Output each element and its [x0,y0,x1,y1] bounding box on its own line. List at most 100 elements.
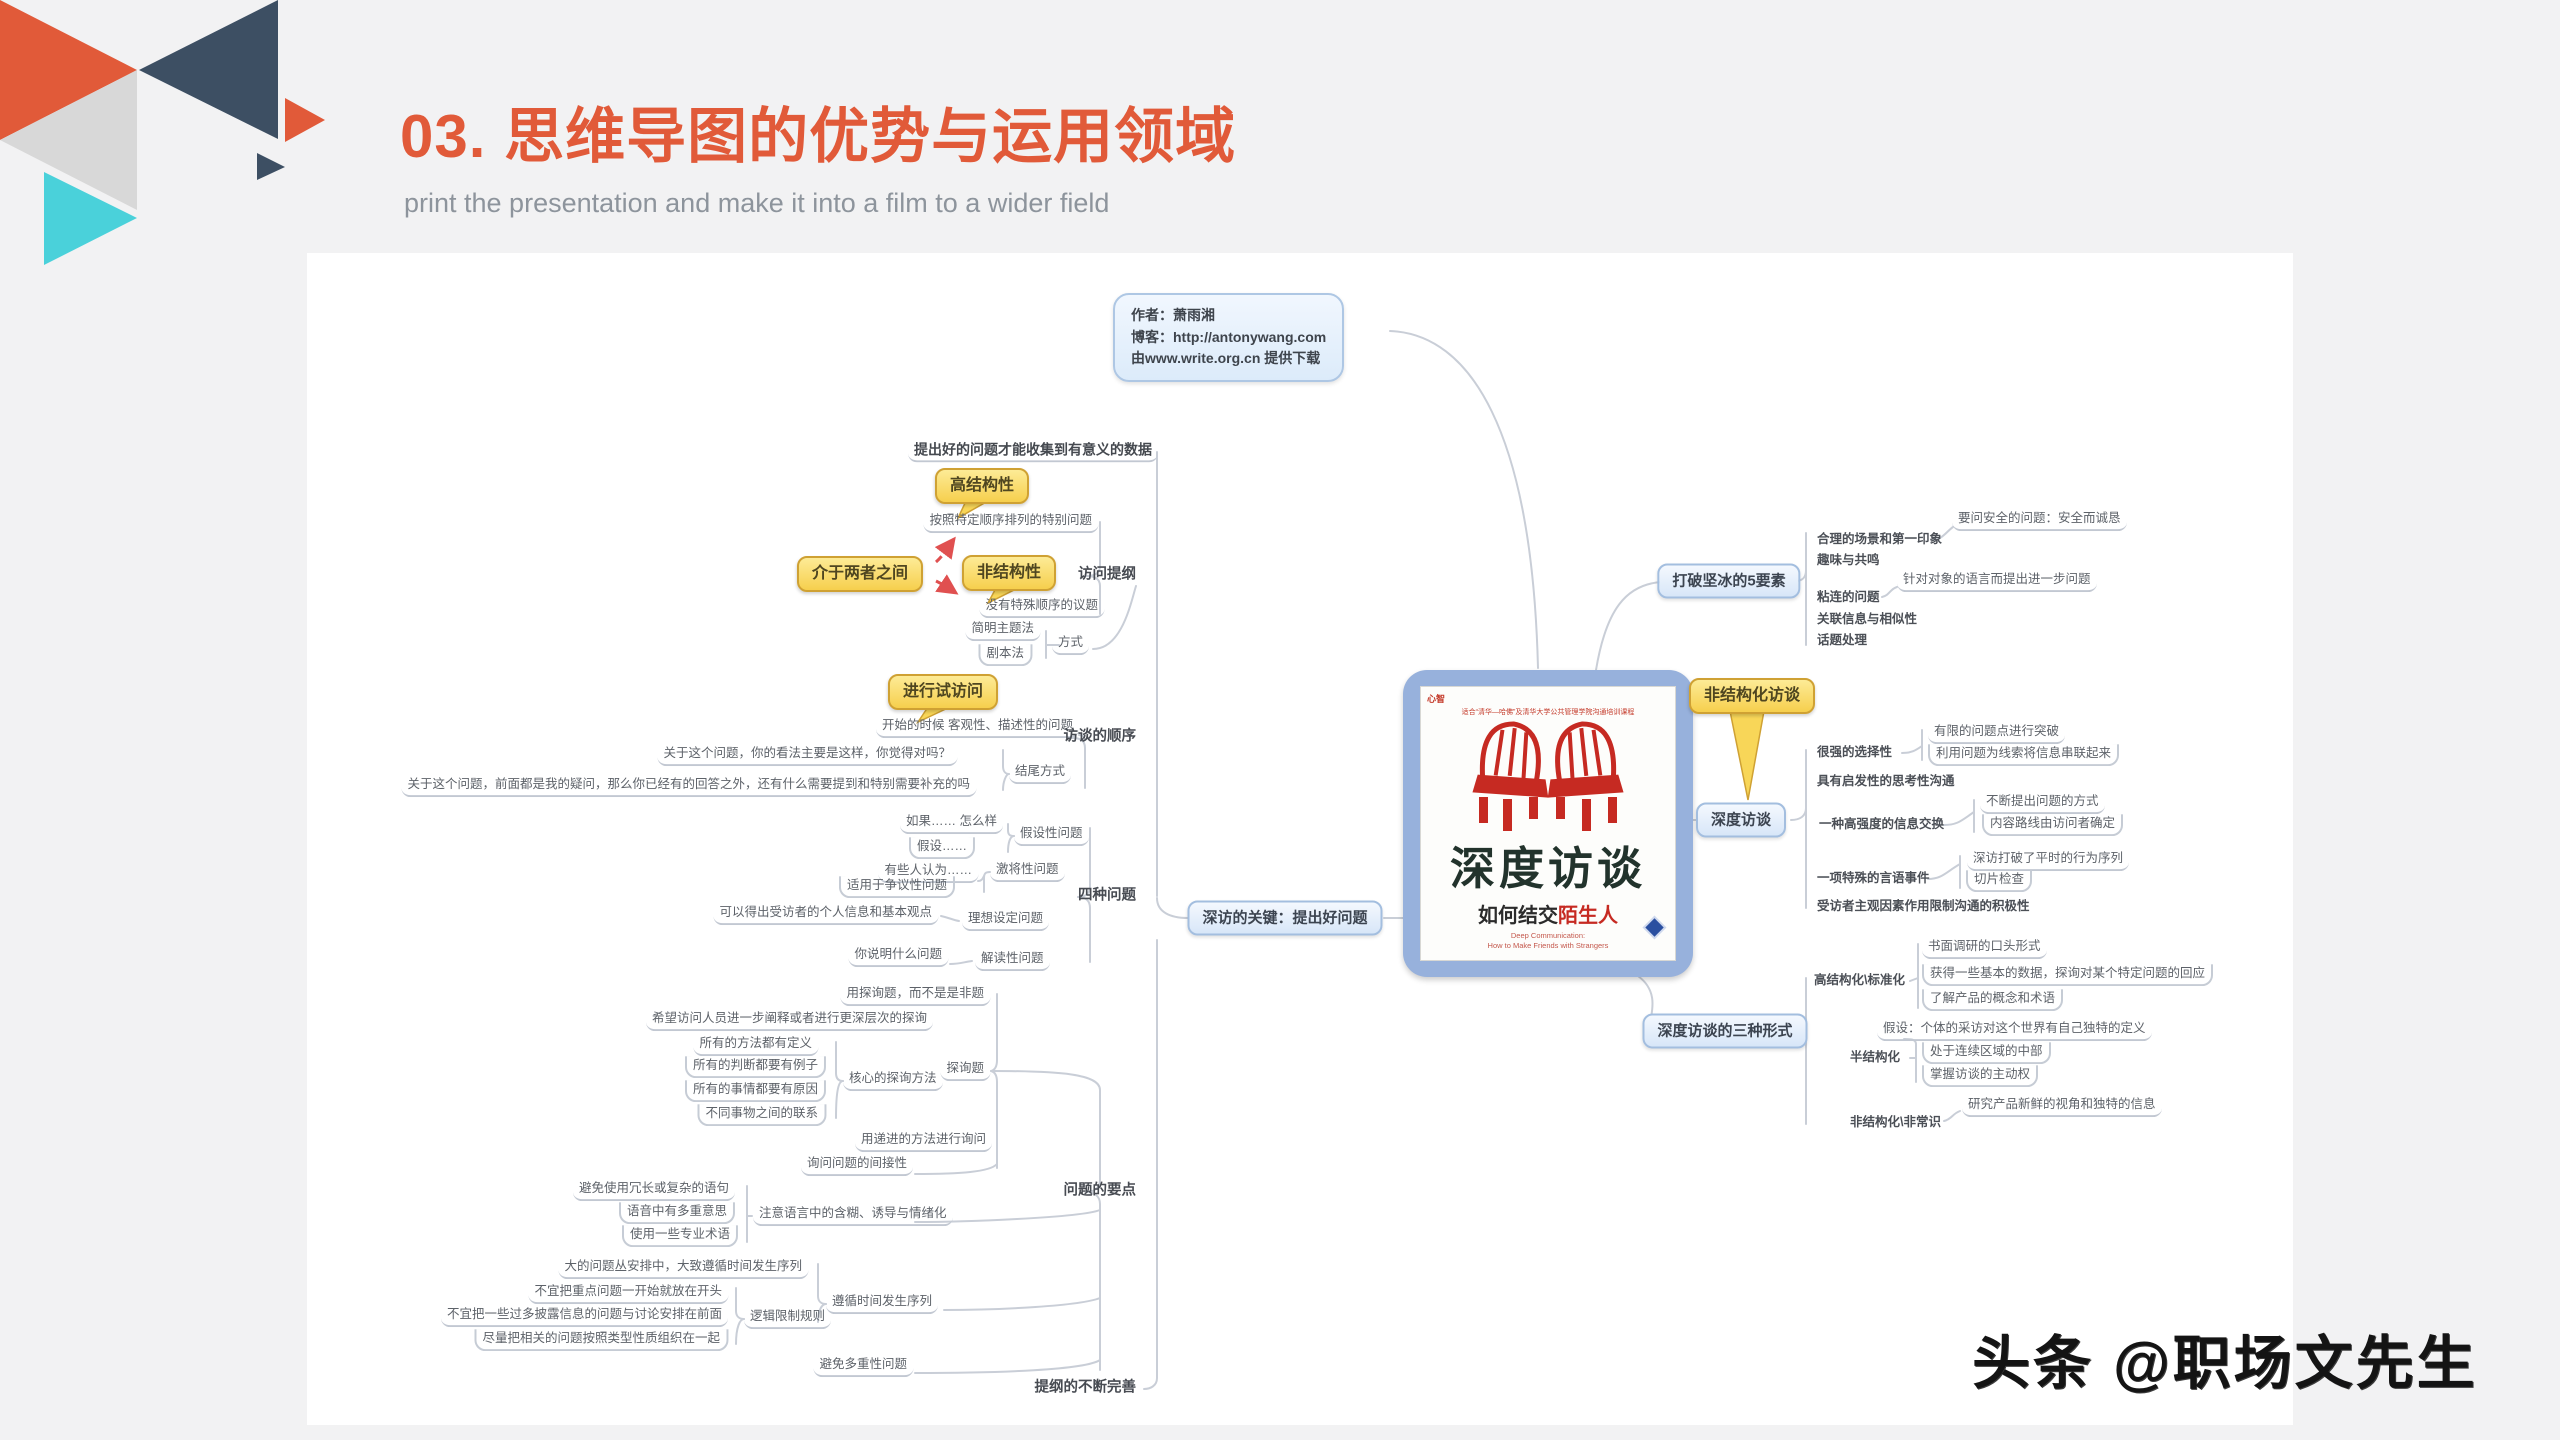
map-node-y: 进行试访问 [887,674,999,710]
map-node-B: 问题的要点 [1063,1182,1137,1199]
map-node-u: 用探询题，而不是是非题 [840,984,990,1006]
mindmap-panel [307,253,2293,1425]
map-node-u: 没有特殊顺序的议题 [979,596,1104,618]
map-node-b: 非结构化\非常识 [1850,1114,1941,1129]
map-node-blue: 深度访谈 [1695,802,1787,838]
map-node-u: 不宜把一些过多披露信息的问题与讨论安排在前面 [440,1305,728,1327]
map-node-u: 按照特定顺序排列的特别问题 [923,511,1098,533]
map-node-u: 用递进的方法进行询问 [854,1130,992,1152]
map-node-b: 合理的场景和第一印象 [1817,531,1943,546]
map-node-bu: 提出好的问题才能收集到有意义的数据 [908,439,1158,463]
map-node-b: 具有启发性的思考性沟通 [1817,773,1955,788]
map-node-u: 探询题 [940,1059,990,1081]
book-english-line2: How to Make Friends with Strangers [1487,940,1609,950]
map-node-b: 高结构化\标准化 [1814,972,1905,987]
book-series-logo: 心智 [1427,694,1446,704]
map-node-u: 你说明什么问题 [848,945,948,967]
blog-line: 博客：http://antonywang.com [1131,328,1327,345]
map-node-B: 四种问题 [1078,887,1136,904]
map-node-b: 半结构化 [1850,1049,1901,1064]
map-node-ub: 语音中有多重意思 [618,1202,735,1224]
map-node-ub: 假设…… [908,837,975,859]
map-node-u: 结尾方式 [1009,762,1072,784]
map-node-u: 关于这个问题，你的看法主要是这样，你觉得对吗？ [657,744,957,766]
map-node-u: 不宜把重点问题一开始就放在开头 [528,1282,728,1304]
author-line: 作者：萧雨湘 [1131,307,1215,323]
map-node-y: 介于两者之间 [796,556,924,592]
map-node-ub: 切片检查 [1966,870,2033,892]
map-node-b: 受访者主观因素作用限制沟通的积极性 [1817,898,2030,913]
map-node-b: 趣味与共鸣 [1817,552,1880,567]
map-node-ub: 所有的判断都要有例子 [684,1056,826,1078]
map-node-ub: 掌握访谈的主动权 [1922,1065,2039,1087]
map-node-u: 大的问题丛安排中，大致遵循时间发生序列 [558,1257,808,1279]
map-node-ub: 不同事物之间的联系 [697,1104,826,1126]
map-node-u: 研究产品新鲜的视角和独特的信息 [1962,1095,2162,1117]
map-node-y: 高结构性 [934,468,1030,504]
page-subtitle: print the presentation and make it into … [404,188,1110,218]
map-node-b: 一项特殊的言语事件 [1817,870,1930,885]
map-node-u: 可以得出受访者的个人信息和基本观点 [713,903,938,925]
book-series-note: 适合“清华—哈佛”及清华大学公共管理学院沟通培训课程 [1461,709,1635,716]
chairs-illustration [1472,721,1624,831]
map-node-B: 访问提纲 [1078,566,1136,583]
map-node-u: 理想设定问题 [962,909,1050,931]
book-subtitle-black: 如何结交 [1478,905,1558,927]
map-node-u: 遵循时间发生序列 [826,1292,939,1314]
book-cover: 心智 适合“清华—哈佛”及清华大学公共管理学院沟通培训课程 深度访谈 如何结交陌… [1420,686,1676,961]
map-node-B: 提纲的不断完善 [1034,1379,1137,1396]
watermark: 头条 @职场文先生 [1972,1331,2478,1396]
map-node-u: 假设：个体的采访对这个世界有自己独特的定义 [1877,1019,2152,1041]
book-subtitle-red: 陌生人 [1558,905,1618,927]
map-node-u: 假设性问题 [1014,824,1089,846]
page-title: 03. 思维导图的优势与运用领域 [400,103,1237,170]
map-node-u: 希望访问人员进一步阐释或者进行更深层次的探询 [645,1009,933,1031]
map-node-ub: 尽量把相关的问题按照类型性质组织在一起 [474,1329,728,1351]
map-node-u: 要问安全的问题：安全而诚恳 [1952,509,2127,531]
map-node-blue: 深访的关键：提出好问题 [1187,900,1383,936]
book-english-line1: Deep Communication: [1510,931,1586,940]
map-node-blue: 打破坚冰的5要素 [1657,563,1801,599]
map-node-B: 访谈的顺序 [1063,728,1137,745]
map-node-u: 解读性问题 [975,949,1050,971]
map-node-u: 激将性问题 [990,860,1065,882]
map-node-ub: 剧本法 [978,644,1032,666]
book-title: 深度访谈 [1449,843,1646,894]
map-node-b: 粘连的问题 [1817,589,1880,604]
download-line: 由www.write.org.cn 提供下载 [1131,350,1321,367]
map-node-u: 注意语言中的含糊、诱导与情绪化 [753,1204,953,1226]
map-node-u: 如果…… 怎么样 [900,812,1003,834]
book-subtitle: 如何结交陌生人 [1421,899,1675,928]
map-node-u: 避免多重性问题 [813,1355,913,1377]
author-info-box: 作者：萧雨湘 博客：http://antonywang.com 由www.wri… [1113,293,1345,383]
map-node-ub: 适用于争议性问题 [838,876,955,898]
central-book-node: 心智 适合“清华—哈佛”及清华大学公共管理学院沟通培训课程 深度访谈 如何结交陌… [1403,670,1693,977]
map-node-ub: 所有的事情都要有原因 [684,1080,826,1102]
map-node-u: 方式 [1051,633,1089,655]
map-node-u: 询问问题的间接性 [800,1154,913,1176]
map-node-u: 开始的时候 客观性、描述性的问题 [876,716,1079,738]
map-node-ub: 利用问题为线索将信息串联起来 [1928,744,2120,766]
map-node-ub: 获得一些基本的数据，探询对某个特定问题的回应 [1922,964,2214,986]
map-node-ub: 处于连续区域的中部 [1922,1042,2051,1064]
map-node-u: 书面调研的口头形式 [1922,937,2047,959]
map-node-u: 关于这个问题，前面都是我的疑问，那么你已经有的回答之外，还有什么需要提到和特别需… [401,775,976,797]
map-node-ub: 内容路线由访问者确定 [1982,814,2124,836]
map-node-y: 非结构性 [961,555,1057,591]
map-node-b: 很强的选择性 [1817,744,1893,759]
map-node-blue: 深度访谈的三种形式 [1642,1013,1808,1049]
map-node-u: 避免使用冗长或复杂的语句 [572,1179,735,1201]
map-node-u: 有限的问题点进行突破 [1928,722,2066,744]
map-node-b: 话题处理 [1817,632,1868,647]
map-node-u: 不断提出问题的方式 [1980,792,2105,814]
map-node-u: 所有的方法都有定义 [693,1034,818,1056]
map-node-u: 针对对象的语言而提出进一步问题 [1897,570,2097,592]
map-node-u: 深访打破了平时的行为序列 [1967,849,2130,871]
book-english-title: Deep Communication: How to Make Friends … [1421,931,1675,951]
map-node-ub: 了解产品的概念和术语 [1922,989,2064,1011]
map-node-u: 有些人认为…… [878,861,978,883]
triangle-logo [0,0,325,265]
map-node-b: 一种高强度的信息交换 [1819,816,1945,831]
